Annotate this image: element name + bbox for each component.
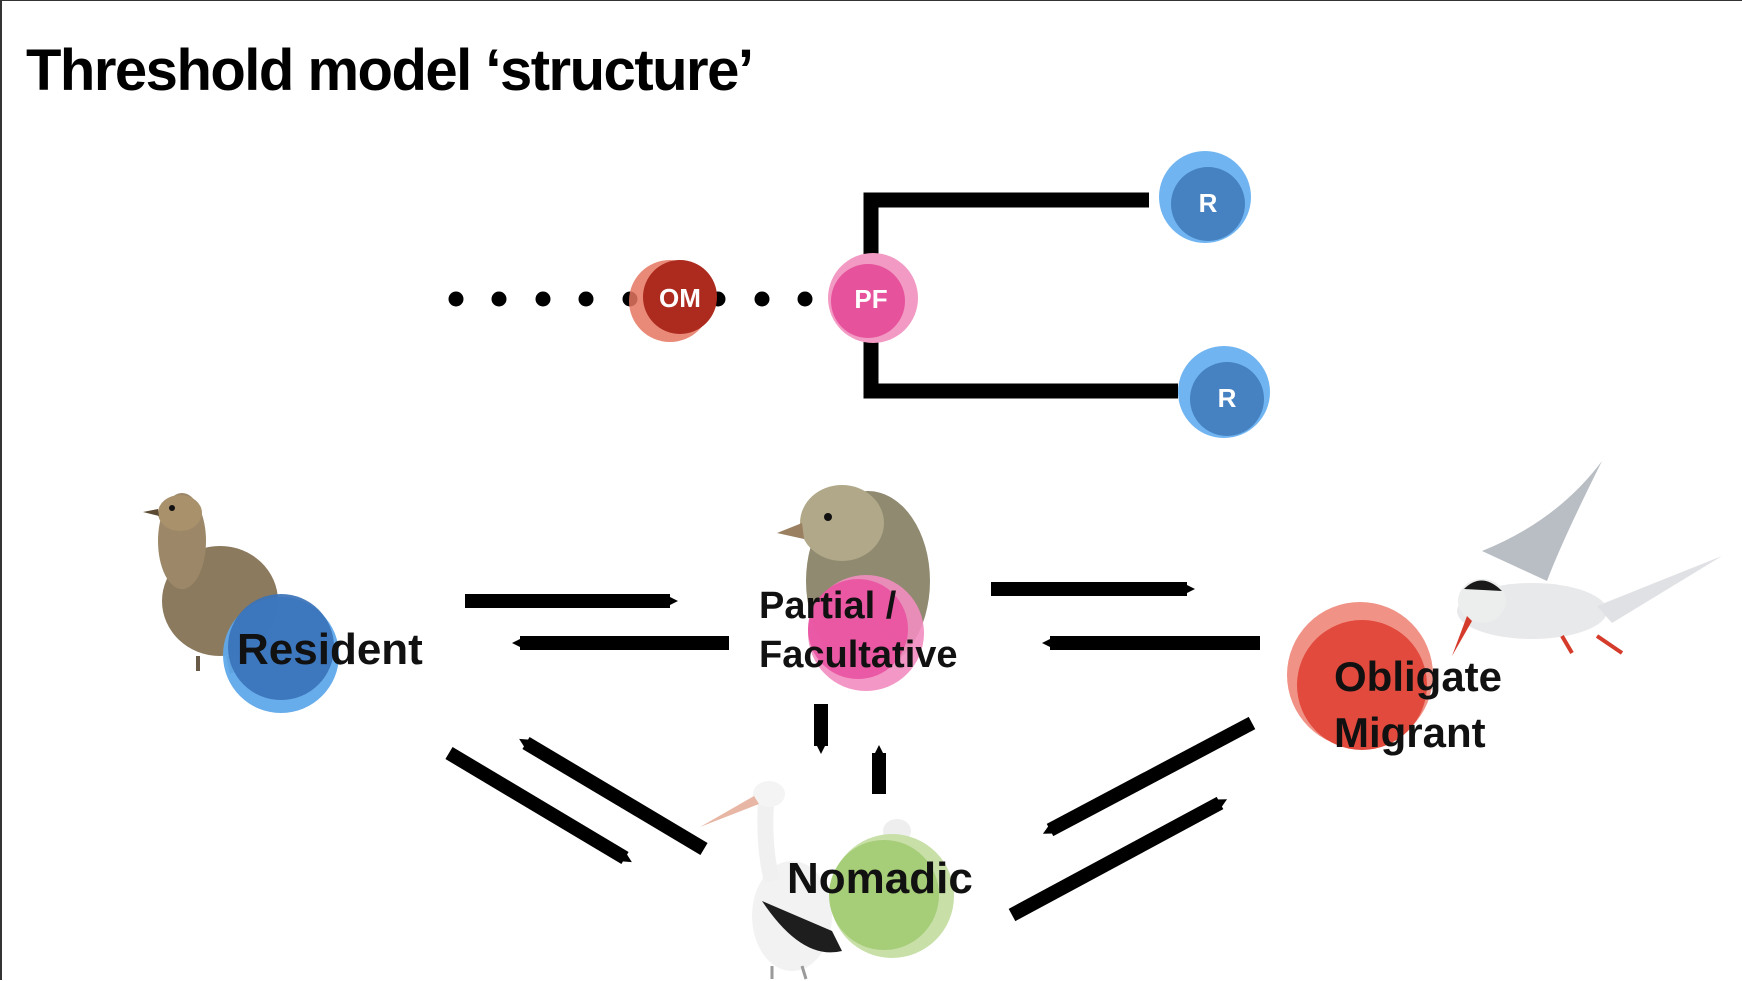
node-r-top-label: R [1199, 188, 1218, 218]
pelican-illustration [700, 781, 911, 980]
arrow-nomadic-to-obligate [1008, 796, 1228, 922]
circle-resident [223, 594, 339, 713]
slide-title: Threshold model ‘structure’ [26, 38, 754, 103]
label-partial-line2: Facultative [759, 634, 958, 676]
node-om-label: OM [659, 283, 701, 313]
node-r-bottom-label: R [1218, 383, 1237, 413]
arrow-obligate-to-nomadic [1042, 716, 1256, 837]
label-nomadic: Nomadic [787, 854, 973, 903]
node-r-bottom: R [1178, 346, 1270, 438]
tern-illustration [1452, 461, 1722, 656]
transition-arrows [445, 582, 1260, 922]
circle-obligate [1287, 602, 1433, 750]
arrow-resident-to-nomadic [445, 746, 632, 865]
node-pf-label: PF [854, 284, 887, 314]
tree-diagram: OM PF R R [448, 151, 1270, 438]
node-r-top: R [1159, 151, 1251, 243]
circle-nomadic [829, 834, 954, 958]
label-resident: Resident [237, 625, 423, 674]
label-obligate-line2: Migrant [1334, 709, 1486, 756]
node-pf: PF [828, 253, 918, 343]
arrow-nomadic-to-resident [519, 736, 708, 856]
node-om: OM [629, 260, 717, 342]
label-obligate-line1: Obligate [1334, 653, 1502, 700]
circle-partial [808, 575, 924, 691]
label-partial-line1: Partial / [759, 585, 897, 627]
